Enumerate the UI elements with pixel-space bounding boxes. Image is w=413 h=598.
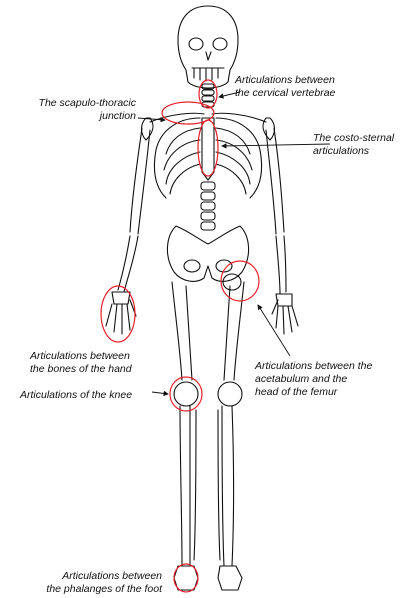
acetabulum-leader — [258, 305, 290, 356]
scapulo-thoracic-label: The scapulo-thoracic junction — [6, 97, 136, 123]
cervical-label-line-1: Articulations between — [235, 74, 335, 87]
acetabulum-label: Articulations between the acetabulum and… — [255, 360, 372, 399]
joint-highlights — [101, 80, 259, 592]
foot-highlight — [174, 564, 198, 592]
skull — [178, 6, 238, 88]
rib-cage — [154, 118, 261, 198]
hand-label: Articulations between the bones of the h… — [30, 350, 132, 376]
costo-label-line-2: articulations — [313, 145, 394, 158]
knee-leader — [152, 392, 168, 394]
knee-label-line-1: Articulations of the knee — [20, 389, 132, 402]
cervical-label: Articulations between the cervical verte… — [235, 74, 335, 100]
foot-label: Articulations between the phalanges of t… — [6, 570, 162, 596]
costo-sternal-highlight — [198, 120, 218, 176]
scapulo-label-line-1: The scapulo-thoracic — [6, 97, 136, 110]
scapulo-label-line-2: junction — [6, 110, 136, 123]
hand-label-line-2: the bones of the hand — [30, 363, 132, 376]
hand-highlight — [101, 286, 135, 342]
legs — [172, 274, 244, 566]
acetabulum-label-line-3: head of the femur — [255, 386, 372, 399]
feet — [174, 566, 242, 590]
lumbar-spine — [201, 182, 215, 230]
hand-label-line-1: Articulations between — [30, 350, 132, 363]
pelvis — [167, 226, 248, 281]
acetabulum-label-line-2: acetabulum and the — [255, 373, 372, 386]
knee-label: Articulations of the knee — [20, 389, 132, 402]
foot-label-line-2: the phalanges of the foot — [6, 583, 162, 596]
costo-label-line-1: The costo-sternal — [313, 132, 394, 145]
costo-sternal-label: The costo-sternal articulations — [313, 132, 394, 158]
cervical-label-line-2: the cervical vertebrae — [235, 87, 335, 100]
acetabulum-label-line-1: Articulations between the — [255, 360, 372, 373]
leader-lines — [138, 92, 330, 394]
foot-label-line-1: Articulations between — [6, 570, 162, 583]
